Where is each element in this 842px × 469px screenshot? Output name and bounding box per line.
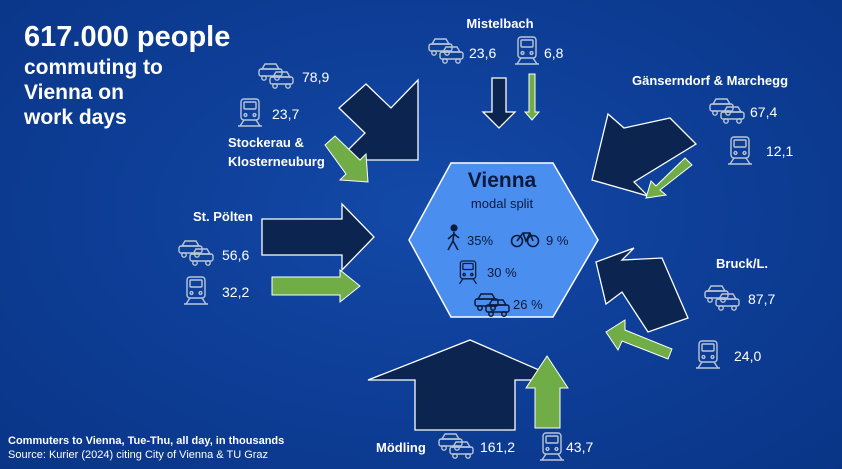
transit-share: 30 %	[487, 265, 517, 280]
car-icon	[710, 99, 744, 123]
modling-car-arrow	[367, 339, 563, 431]
region-name-bruck: Bruck/L.	[716, 256, 768, 271]
stpolten-car-arrow	[261, 202, 375, 272]
region-name-modling: Mödling	[376, 440, 426, 455]
train-icon	[237, 98, 263, 127]
transit-icon	[458, 260, 478, 285]
stockerau-car-value: 78,9	[302, 69, 329, 85]
mistelbach-train-value: 6,8	[544, 45, 564, 61]
bruck-car-arrow	[595, 247, 689, 333]
stpolten-train-value: 32,2	[222, 284, 249, 300]
headline-line-4: work days	[24, 106, 127, 130]
region-name-ganserndorf: Gänserndorf & Marchegg	[632, 73, 788, 88]
car-icon	[429, 39, 463, 63]
ganserndorf-train-arrow	[645, 157, 693, 199]
train-icon	[727, 136, 753, 165]
headline-line-2: commuting to	[24, 55, 163, 79]
train-icon	[695, 340, 721, 369]
region-name-stpolten: St. Pölten	[193, 209, 253, 224]
train-icon	[514, 36, 540, 65]
train-icon	[183, 276, 209, 305]
center-title: Vienna	[468, 169, 537, 192]
bruck-car-value: 87,7	[748, 291, 775, 307]
footnote-description: Commuters to Vienna, Tue-Thu, all day, i…	[8, 435, 285, 447]
headline-line-1: 617.000 people	[24, 21, 231, 53]
vienna-hexagon	[408, 162, 599, 318]
mistelbach-train-arrow	[523, 73, 541, 121]
headline-line-3: Vienna on	[24, 80, 124, 104]
stpolten-car-value: 56,6	[222, 247, 249, 263]
mistelbach-car-value: 23,6	[469, 45, 496, 61]
ganserndorf-car-arrow	[591, 112, 698, 198]
car-icon	[705, 286, 739, 310]
train-icon	[539, 432, 565, 461]
stockerau-car-arrow	[336, 78, 419, 161]
car-icon	[179, 241, 213, 265]
mistelbach-car-arrow	[481, 77, 517, 129]
car-icon	[439, 434, 473, 458]
modling-train-value: 43,7	[566, 439, 593, 455]
ganserndorf-train-value: 12,1	[766, 143, 793, 159]
headline: 617.000 people commuting to Vienna on wo…	[24, 20, 230, 130]
stockerau-train-arrow	[324, 135, 369, 183]
car-share-icon	[474, 293, 510, 317]
car-icon	[259, 64, 293, 88]
stockerau-train-value: 23,7	[272, 106, 299, 122]
bicycle-icon	[510, 232, 540, 248]
modling-car-value: 161,2	[480, 439, 515, 455]
center-subtitle: modal split	[471, 196, 534, 211]
region-name-stockerau-1: Stockerau &	[228, 135, 304, 150]
bruck-train-value: 24,0	[734, 348, 761, 364]
car-share: 26 %	[513, 297, 543, 312]
ganserndorf-car-value: 67,4	[750, 104, 777, 120]
bruck-train-arrow	[605, 319, 673, 360]
footnote-source: Source: Kurier (2024) citing City of Vie…	[8, 449, 269, 462]
bike-share: 9 %	[546, 233, 569, 248]
footnote: Commuters to Vienna, Tue-Thu, all day, i…	[8, 434, 284, 463]
modling-train-arrow	[525, 355, 569, 429]
region-name-stockerau-2: Klosterneuburg	[228, 154, 325, 169]
walk-share: 35%	[467, 233, 493, 248]
region-name-mistelbach: Mistelbach	[466, 16, 533, 31]
stpolten-train-arrow	[271, 268, 361, 304]
pedestrian-icon	[447, 224, 460, 251]
